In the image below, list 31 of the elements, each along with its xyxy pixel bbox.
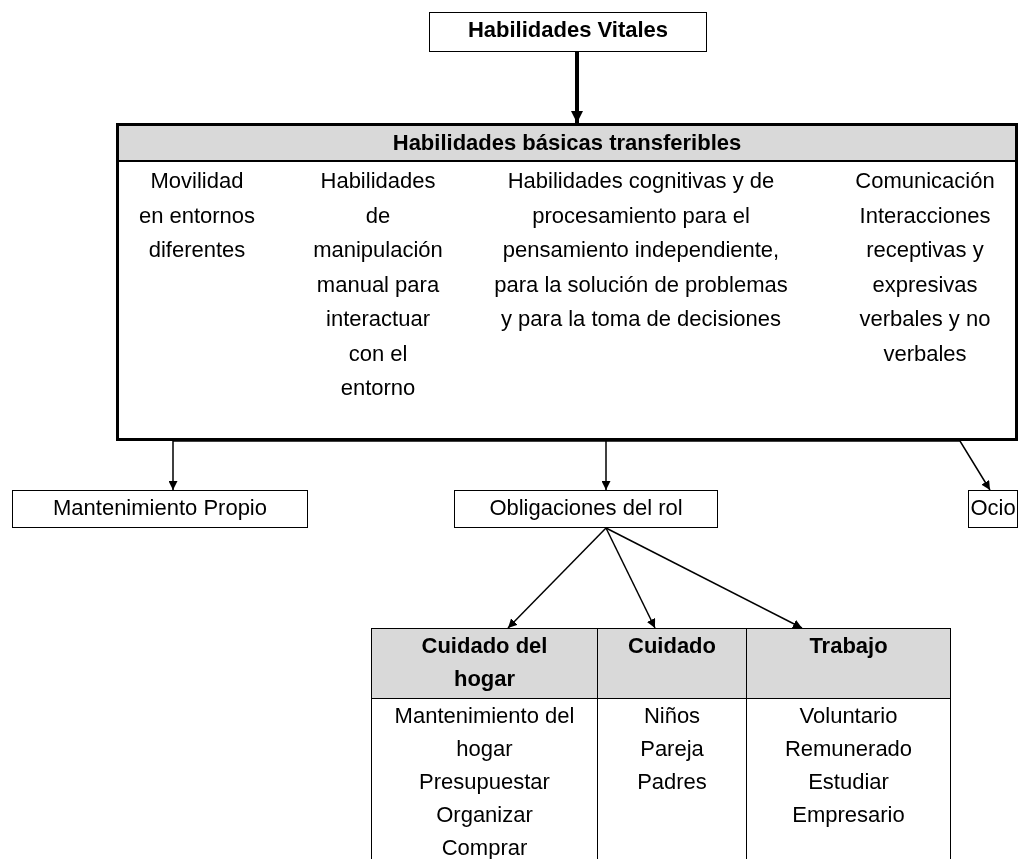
list-item: Empresario [791,801,906,829]
panel-heading: Habilidades básicas transferibles [119,126,1015,162]
arrow [605,527,656,629]
list-item: Organizar [435,801,534,829]
category-box: Ocio [968,490,1018,528]
skill-text: Movilidad en entornos diferentes [138,167,256,264]
column-heading: Trabajo [747,629,950,699]
category-box: Obligaciones del rol [454,490,718,528]
arrow [601,440,611,491]
skills-panel [116,123,1018,441]
list-item: Niños [642,702,702,730]
skill-text: Comunicación Interacciones receptivas y expresivas verbales y no verbales [854,167,996,368]
category-box: Mantenimiento Propio [12,490,308,528]
list-item: Estudiar [807,768,890,796]
list-item: Presupuestar [418,768,551,796]
list-item: Voluntario [798,702,899,730]
arrow [507,527,607,629]
table-column [746,628,951,859]
table-column [371,628,598,859]
list-item: Pareja [639,735,705,763]
title-box: Habilidades Vitales [429,12,707,52]
arrow [571,52,583,123]
skill-text: Habilidades de manipulación manual para interactuar con el entorno [312,167,444,402]
list-item: Remunerado [783,735,914,763]
column-heading: Cuidado del hogar [372,629,597,699]
arrow [605,527,803,629]
list-item: Comprar [440,834,529,859]
skill-text: Habilidades cognitivas y de procesamiento para el pensamiento independiente, para la solución de problemas y para la toma de decisiones [493,167,789,333]
list-item: Padres [636,768,708,796]
list-item: Mantenimiento del hogar [393,702,576,763]
column-heading: Cuidado [598,629,746,699]
